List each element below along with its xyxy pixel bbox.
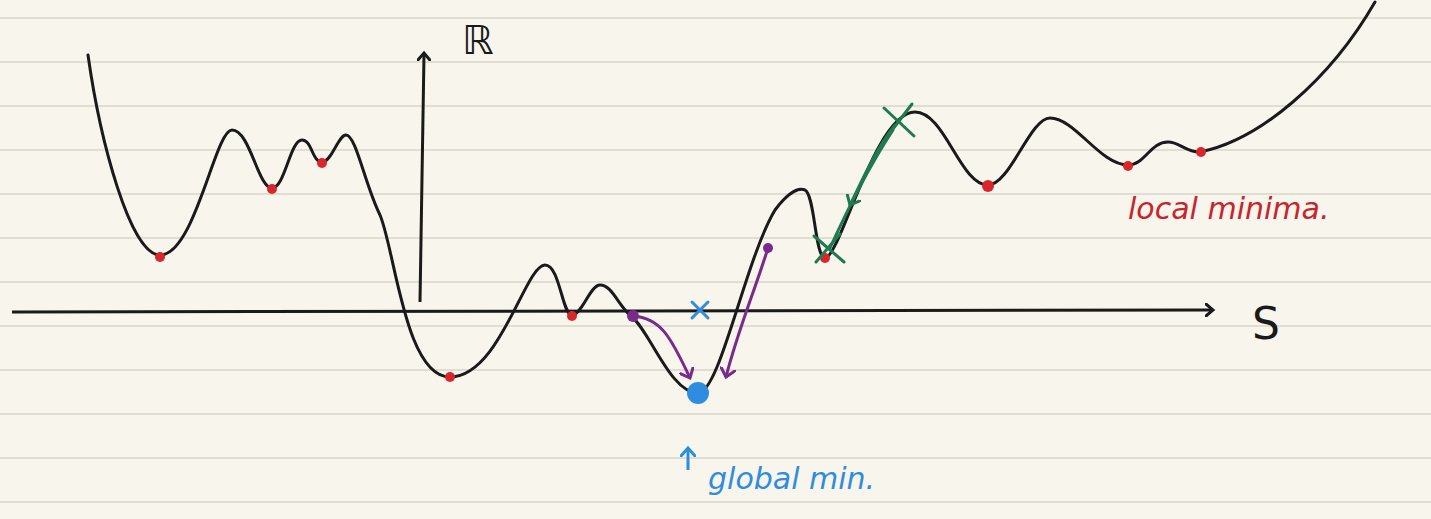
axis-label: ℝ	[462, 18, 494, 62]
descent-path-green	[814, 104, 914, 262]
local-minimum-dots	[155, 147, 1206, 382]
loss-curve	[88, 2, 1375, 393]
r-axis	[420, 54, 424, 302]
descent-paths-purple	[627, 243, 773, 378]
notebook-rules	[0, 18, 1431, 502]
annotation-label: local minima.	[1128, 192, 1330, 225]
blue-cross	[692, 302, 708, 318]
annotation-label: global min.	[708, 462, 875, 495]
axis-label: S	[1252, 300, 1280, 348]
s-axis	[12, 310, 1212, 312]
global-min-pointer	[687, 448, 690, 470]
global-minimum-dot	[687, 382, 709, 404]
